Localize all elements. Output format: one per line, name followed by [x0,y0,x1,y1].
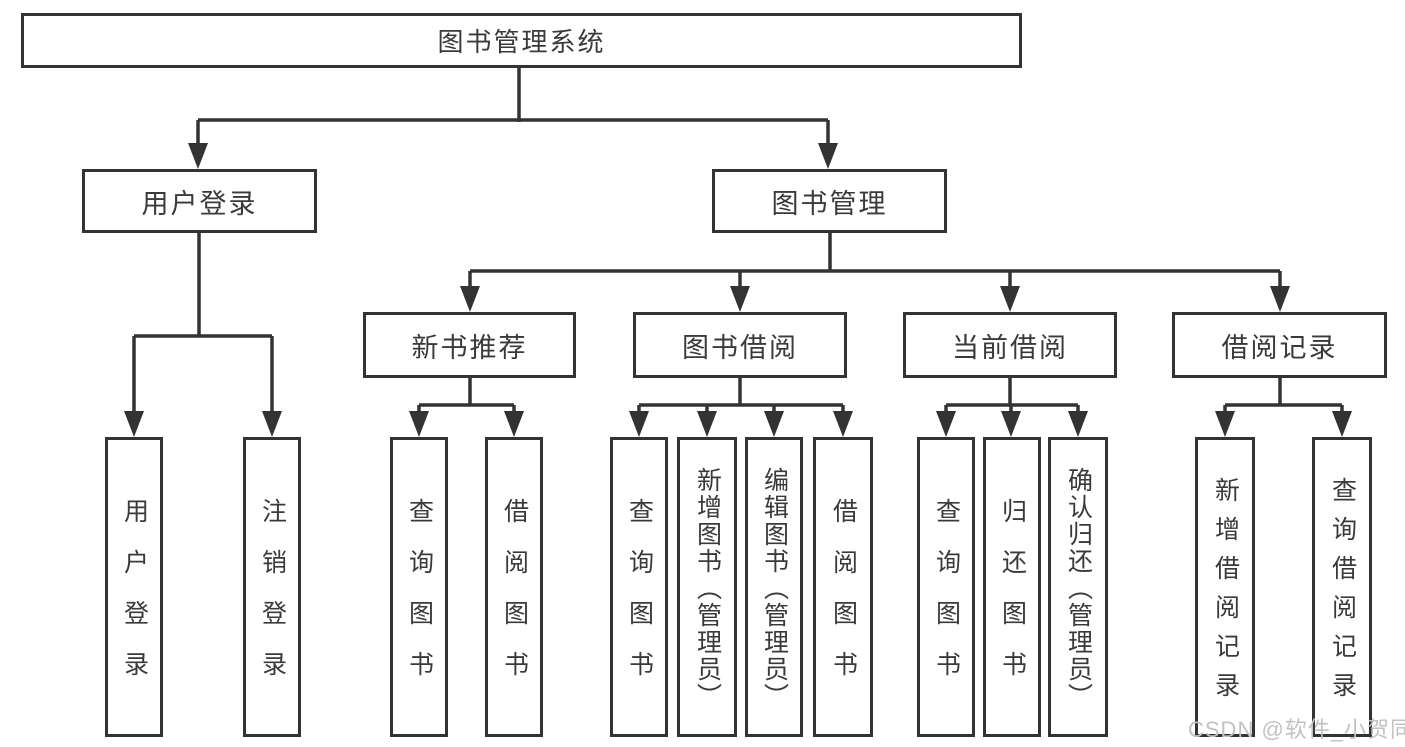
arrowhead-icon [833,411,853,437]
leaf-query-books-borrowing: 查询图书 [610,437,668,737]
node-library-management-system: 图书管理系统 [21,13,1022,68]
arrowhead-icon [1001,411,1021,437]
arrowhead-icon [730,286,750,312]
node-current-borrowing: 当前借阅 [903,312,1117,378]
arrowhead-icon [697,411,717,437]
arrowhead-icon [1270,286,1290,312]
arrowhead-icon [936,411,956,437]
leaf-add-books-admin: 新增图书（管理员） [677,437,737,737]
leaf-add-borrow-record: 新增借阅记录 [1195,437,1255,737]
arrowhead-icon [818,143,838,169]
arrowhead-icon [629,411,649,437]
arrowhead-icon [1215,411,1235,437]
leaf-query-books-recommend: 查询图书 [390,437,448,737]
leaf-logout: 注销登录 [243,437,301,737]
leaf-edit-books-admin: 编辑图书（管理员） [745,437,803,737]
arrowhead-icon [764,411,784,437]
leaf-confirm-return-admin: 确认归还（管理员） [1048,437,1108,737]
arrowhead-icon [1068,411,1088,437]
leaf-borrow-books-borrowing: 借阅图书 [813,437,873,737]
connector-paths [132,68,1344,414]
arrowhead-icon [504,411,524,437]
arrowhead-icon [1000,286,1020,312]
node-book-management: 图书管理 [712,169,947,233]
arrowhead-icon [262,411,282,437]
leaf-return-books: 归还图书 [983,437,1041,737]
node-book-borrowing: 图书借阅 [633,312,847,378]
arrowhead-icon [1332,411,1352,437]
node-borrowing-records: 借阅记录 [1172,312,1387,378]
node-user-login: 用户登录 [82,169,317,233]
arrowhead-icon [188,143,208,169]
leaf-query-books-current: 查询图书 [917,437,975,737]
leaf-user-login: 用户登录 [105,437,163,737]
watermark: CSDN @软件_小贺同学 [1188,717,1405,742]
arrowhead-icon [409,411,429,437]
arrowhead-icon [124,411,144,437]
leaf-query-borrow-record: 查询借阅记录 [1312,437,1372,737]
node-new-book-recommendation: 新书推荐 [363,312,576,378]
leaf-borrow-books-recommend: 借阅图书 [485,437,543,737]
arrowhead-icon [460,286,480,312]
